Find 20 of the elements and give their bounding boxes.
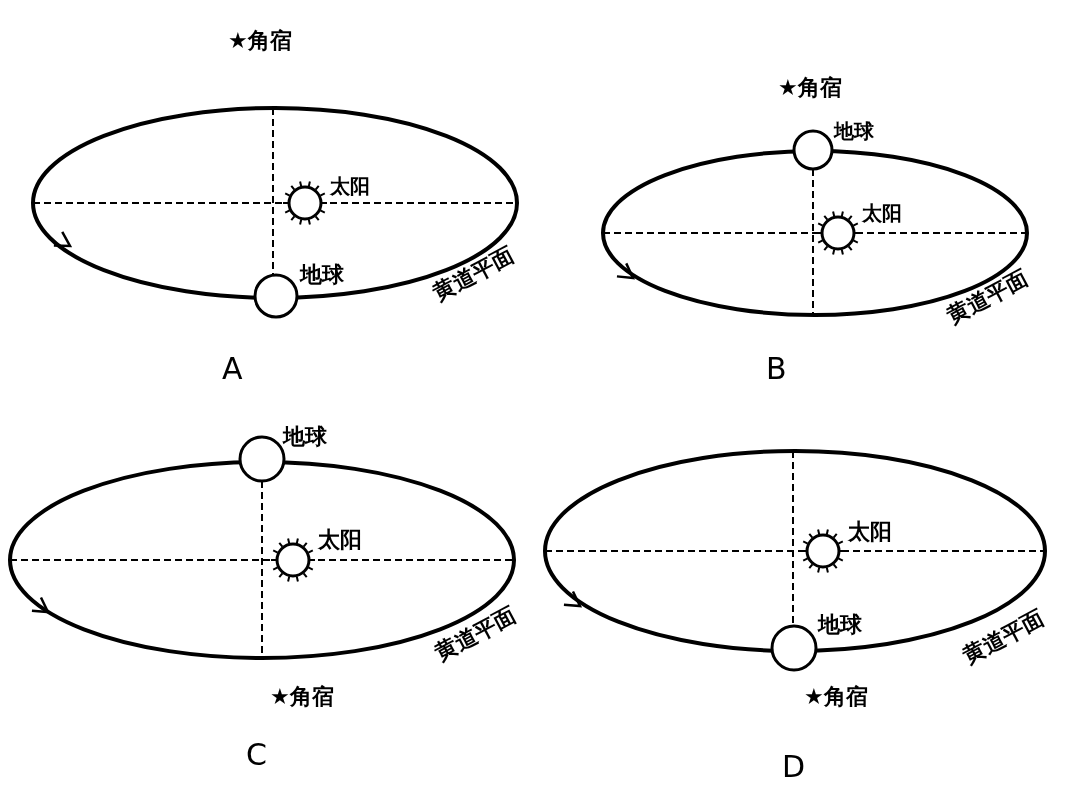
panel-letter: C — [246, 740, 267, 770]
panel-letter: D — [782, 752, 806, 782]
ecliptic-plane-label: 黄道平面 — [943, 267, 1032, 328]
panel-letter: A — [222, 354, 243, 384]
ecliptic-plane-label: 黄道平面 — [429, 244, 518, 305]
star-label: ★角宿 — [804, 686, 868, 708]
earth-label: 地球 — [300, 264, 344, 286]
earth-label: 地球 — [283, 426, 327, 448]
star-label: ★角宿 — [270, 686, 334, 708]
ecliptic-plane-label: 黄道平面 — [959, 607, 1048, 668]
panel-letter: B — [766, 354, 787, 384]
earth-label: 地球 — [818, 614, 862, 636]
star-label: ★角宿 — [778, 77, 842, 99]
ecliptic-plane-label: 黄道平面 — [431, 604, 520, 665]
sun-label: 太阳 — [848, 521, 892, 543]
sun-label: 太阳 — [862, 203, 902, 223]
sun-label: 太阳 — [330, 176, 370, 196]
earth-label: 地球 — [834, 121, 874, 141]
sun-label: 太阳 — [318, 529, 362, 551]
star-label: ★角宿 — [228, 30, 292, 52]
